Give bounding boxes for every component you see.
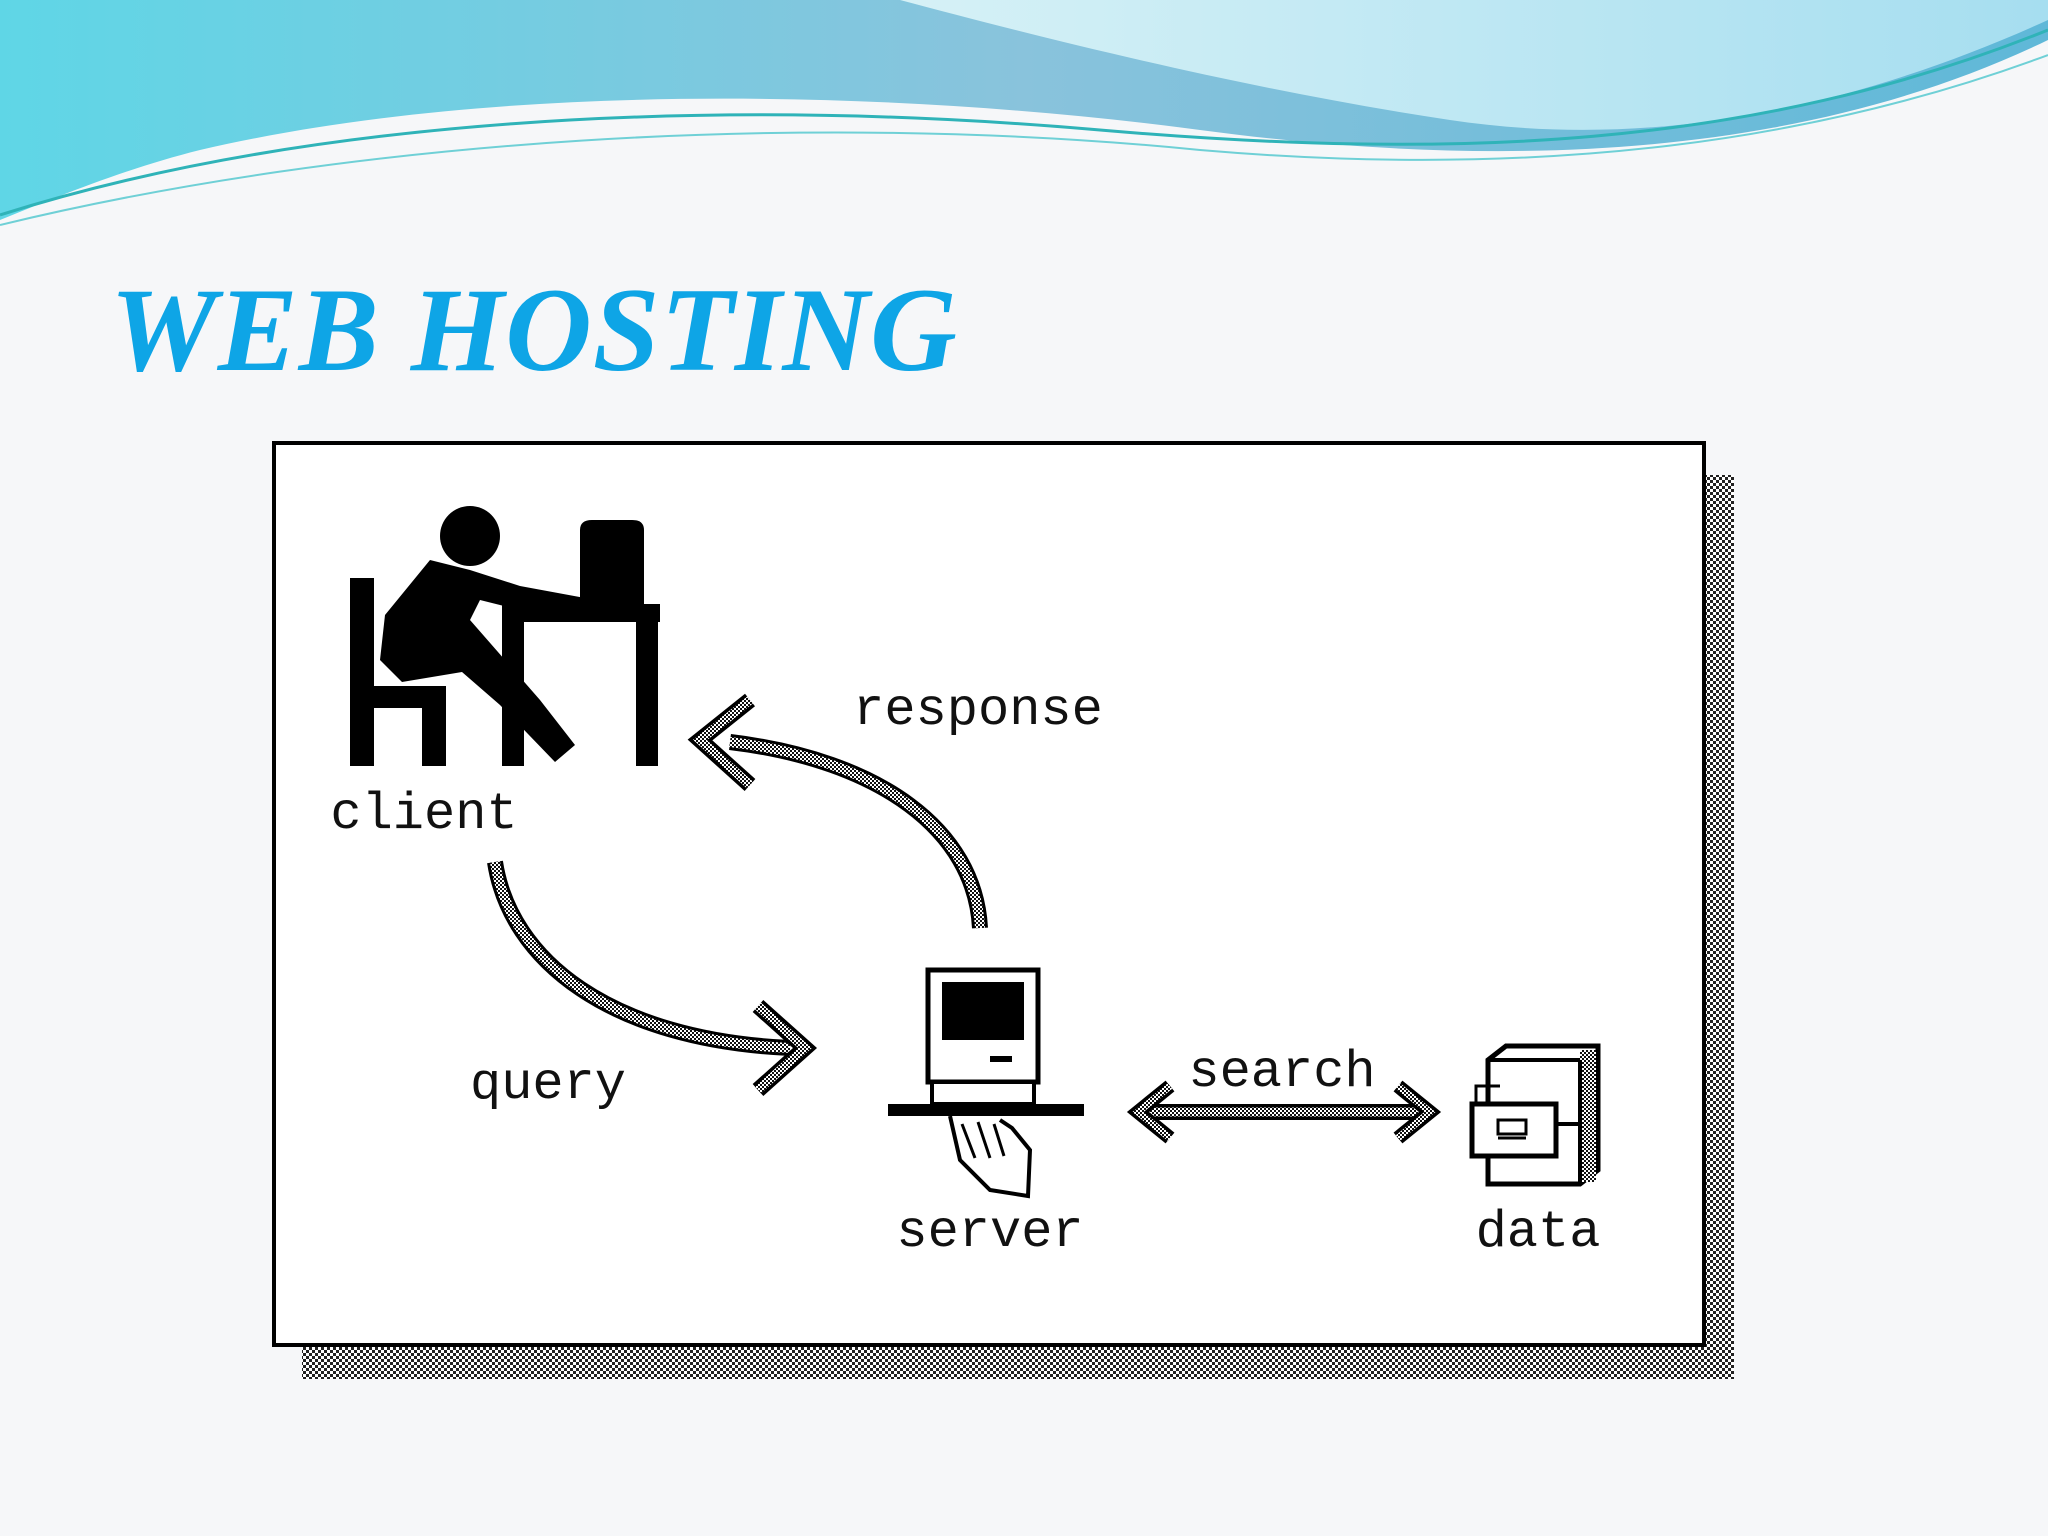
wave-line-2 <box>0 54 2048 226</box>
client-icon <box>350 506 660 766</box>
wave-band-front <box>900 0 2048 130</box>
wave-line-1 <box>0 28 2048 217</box>
wave-header-decoration <box>0 0 2048 226</box>
search-label: search <box>1188 1043 1375 1102</box>
response-label: response <box>853 681 1103 740</box>
client-label: client <box>330 785 517 844</box>
filing-cabinet-icon <box>1469 1043 1601 1187</box>
response-arrow <box>687 693 988 929</box>
diagram-frame <box>272 441 1706 1347</box>
server-icon <box>888 967 1084 1199</box>
slide-title: WEB HOSTING <box>110 263 958 396</box>
query-arrow <box>487 860 818 1096</box>
query-label: query <box>470 1055 626 1114</box>
search-arrow <box>1126 1080 1442 1144</box>
server-label: server <box>896 1203 1083 1262</box>
data-label: data <box>1476 1203 1601 1262</box>
